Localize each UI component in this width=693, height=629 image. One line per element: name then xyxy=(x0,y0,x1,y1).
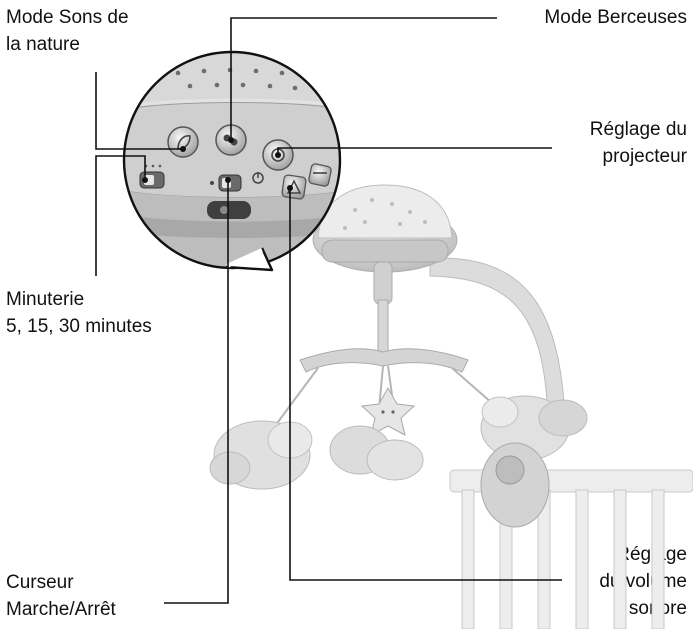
nature-sounds-button xyxy=(167,126,199,158)
plush-lamb-right xyxy=(480,395,588,461)
leader-dots xyxy=(142,137,293,191)
mobile-hanger xyxy=(271,261,501,431)
volume-up-button xyxy=(281,174,307,200)
leader-berceuses xyxy=(230,17,497,140)
plush-sheep-left xyxy=(209,420,313,490)
leader-volume xyxy=(289,188,562,581)
projector-dots xyxy=(175,67,298,91)
label-lullaby-mode: Mode Berceuses xyxy=(544,7,687,28)
plush-sheep-middle xyxy=(329,425,424,481)
leader-lines xyxy=(95,17,562,604)
leader-nature xyxy=(95,72,183,150)
base-night-light xyxy=(480,442,550,528)
label-projector-setting: Réglage du projecteur xyxy=(589,119,687,167)
projector-unit xyxy=(312,184,458,273)
leader-minuterie xyxy=(95,155,146,276)
leader-curseur xyxy=(164,180,229,604)
label-timer: Minuterie 5, 15, 30 minutes xyxy=(6,289,152,337)
volume-down-button xyxy=(308,163,332,187)
star-charm xyxy=(360,386,416,436)
label-nature-sounds-mode: Mode Sons de la nature xyxy=(6,7,129,55)
speaker-grille xyxy=(207,201,251,219)
label-on-off-slider: Curseur Marche/Arrêt xyxy=(6,572,116,620)
